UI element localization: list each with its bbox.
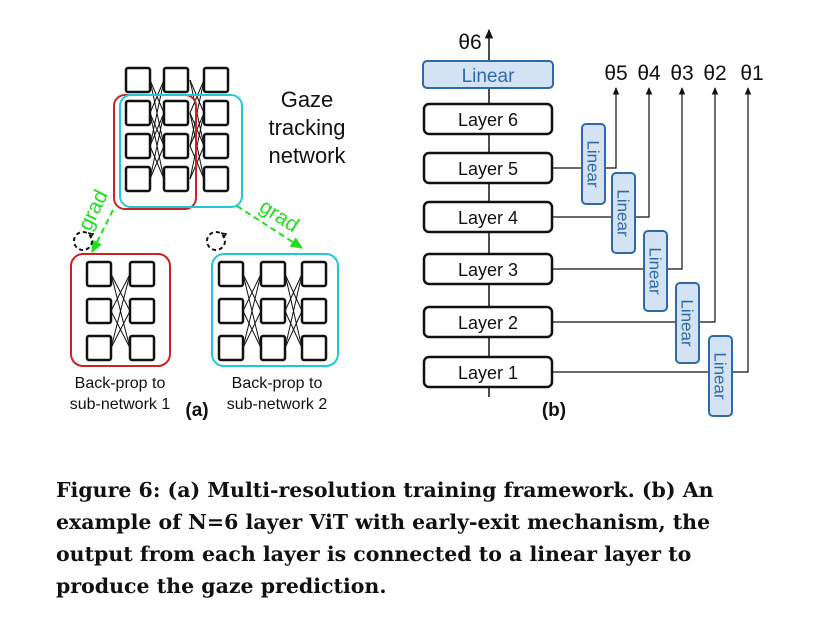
- sub-network-1-frame: [70, 253, 171, 367]
- exit-linear-1: Linear: [708, 335, 733, 417]
- layer-3: Layer 3: [422, 252, 554, 286]
- layer-4-label: Layer 4: [458, 208, 518, 228]
- layer-3-label: Layer 3: [458, 260, 518, 280]
- exit-linear-4-label: Linear: [614, 189, 633, 237]
- theta-3-label: θ3: [670, 62, 693, 85]
- sub-network-2-frame: [211, 253, 339, 367]
- sub-network-2-connections: [242, 273, 303, 349]
- panel-b: θ6 Linear Layer 6 Layer 5 Layer 4 Layer …: [422, 28, 764, 421]
- grad-arrow-2: [236, 205, 304, 249]
- exit-linear-4: Linear: [611, 172, 636, 254]
- sub-network-1: [70, 253, 171, 367]
- main-network-nodes: [124, 66, 230, 193]
- sub-network-1-nodes: [85, 260, 156, 362]
- layer-4: Layer 4: [422, 200, 554, 234]
- sub-network-2: [211, 253, 339, 367]
- exit-linear-1-label: Linear: [711, 352, 730, 400]
- sub-network-1-connections: [110, 273, 131, 349]
- sub-network-2-caption-line-1: Back-prop to: [232, 375, 323, 392]
- backprop-cycle-icon-2: [206, 231, 226, 251]
- layer-2-label: Layer 2: [458, 313, 518, 333]
- backprop-cycle-arrowhead-1: [87, 232, 95, 239]
- exit-linear-3: Linear: [643, 230, 668, 312]
- network-title-line-2: tracking: [268, 115, 345, 140]
- exit-5-output-line: [605, 87, 620, 169]
- exit-linear-2-label: Linear: [678, 299, 697, 347]
- theta-4-label: θ4: [637, 62, 661, 85]
- sub-network-1-caption-line-1: Back-prop to: [75, 375, 166, 392]
- early-exit-connections: [552, 87, 752, 373]
- sub-network-2-nodes: [217, 260, 328, 362]
- figure-caption: Figure 6: (a) Multi-resolution training …: [56, 478, 714, 598]
- exit-linear-2: Linear: [675, 282, 700, 364]
- exit-1-output-line: [732, 87, 752, 373]
- grad-label-2: grad: [255, 195, 303, 237]
- grad-label-1: grad: [74, 186, 113, 234]
- exit-2-output-line: [699, 87, 719, 323]
- top-linear-box: [422, 60, 554, 89]
- theta-1-label: θ1: [740, 62, 763, 85]
- exit-4-output-line: [635, 87, 653, 218]
- sub-network-2-outline: [119, 94, 243, 208]
- network-title-line-1: Gaze: [281, 87, 334, 112]
- layer-5: Layer 5: [422, 151, 554, 185]
- exit-linear-5-label: Linear: [584, 140, 603, 188]
- main-network-connections: [149, 79, 205, 180]
- panel-a: Gaze tracking network grad grad: [70, 66, 347, 421]
- top-linear-label: Linear: [462, 66, 515, 87]
- layer-5-label: Layer 5: [458, 159, 518, 179]
- layer-1: Layer 1: [422, 355, 554, 389]
- layer-6: Layer 6: [422, 102, 554, 136]
- layer-6-label: Layer 6: [458, 110, 518, 130]
- theta-6-label: θ6: [458, 31, 481, 54]
- layer-6-box: [422, 102, 554, 136]
- main-network: [113, 66, 243, 210]
- layer-1-label: Layer 1: [458, 363, 518, 383]
- backprop-cycle-arrowhead-2: [220, 232, 228, 239]
- network-title-line-3: network: [268, 143, 346, 168]
- backprop-cycle-icon-1: [73, 231, 93, 251]
- exit-3-output-line: [667, 87, 686, 270]
- exit-linear-5: Linear: [581, 123, 606, 205]
- grad-arrow-1: [91, 209, 114, 254]
- panel-b-label: (b): [542, 400, 566, 421]
- sub-network-1-caption-line-2: sub-network 1: [70, 396, 171, 413]
- exit-linear-3-label: Linear: [646, 247, 665, 295]
- theta-2-label: θ2: [703, 62, 726, 85]
- panel-a-label: (a): [185, 400, 208, 421]
- sub-network-2-caption-line-2: sub-network 2: [227, 396, 328, 413]
- theta-5-label: θ5: [604, 62, 627, 85]
- layer-2: Layer 2: [422, 305, 554, 339]
